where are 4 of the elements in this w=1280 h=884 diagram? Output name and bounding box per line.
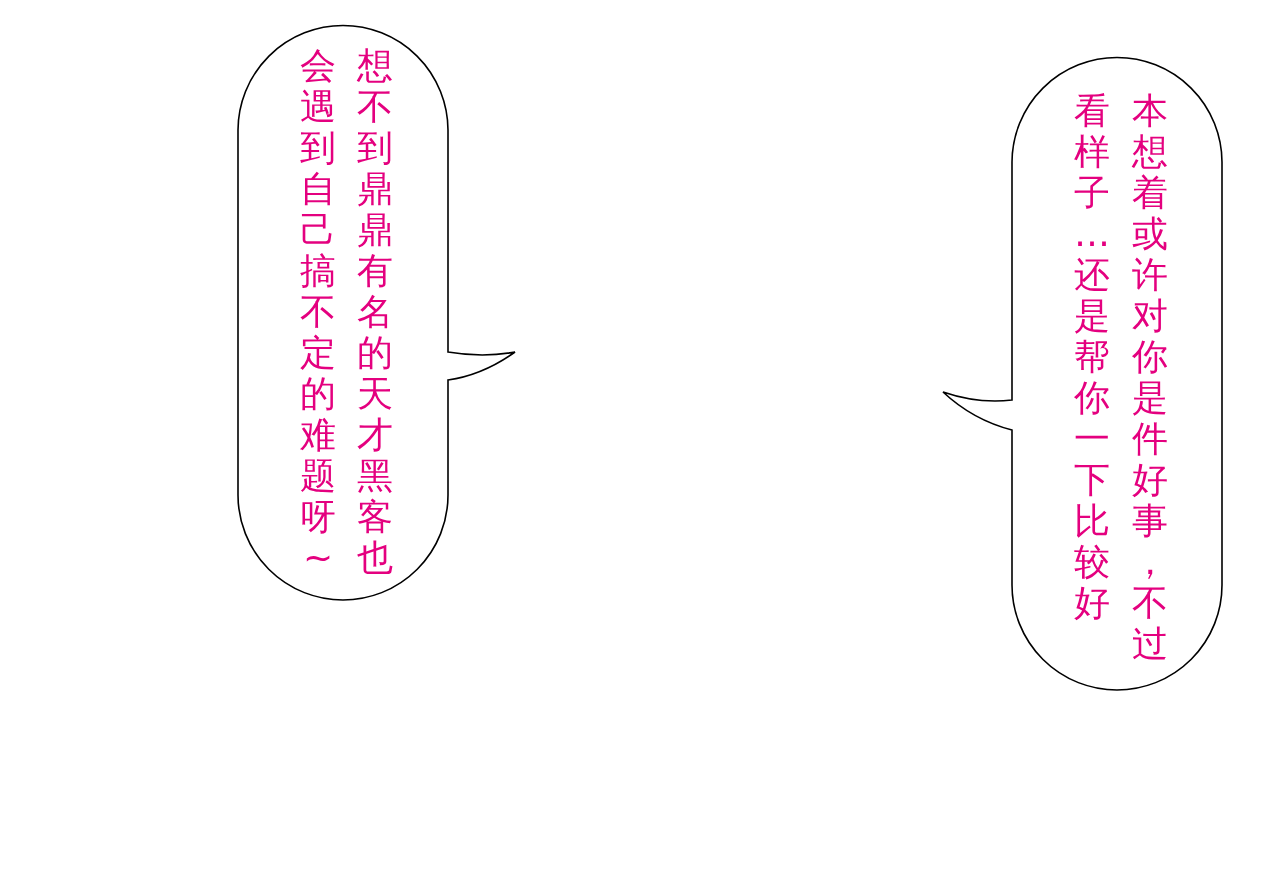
- dialogue-text: 会遇到自己搞不定的难题呀~: [299, 45, 337, 578]
- dialogue-text: 想不到鼎鼎有名的天才黑客也: [356, 45, 394, 578]
- dialogue-text: 看样子…还是帮你一下比较好: [1073, 90, 1111, 623]
- dialogue-text: 本想着或许对你是件好事，不过: [1131, 90, 1169, 664]
